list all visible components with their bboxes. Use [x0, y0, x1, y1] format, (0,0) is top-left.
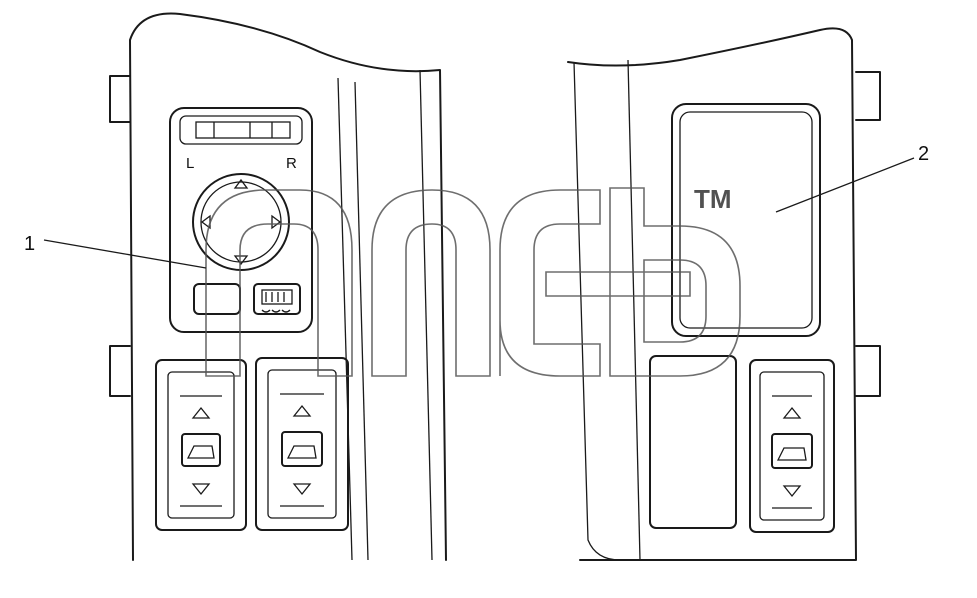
blank-cover-plate — [671, 103, 821, 337]
callout-2: 2 — [775, 143, 929, 213]
left-door-switch-panel: L R — [109, 12, 447, 561]
watermark-logo: TM — [205, 184, 741, 377]
arrow-up-icon — [233, 178, 249, 189]
window-up-icon — [292, 404, 312, 417]
callout-1: 1 — [24, 233, 207, 269]
window-down-icon — [292, 483, 312, 496]
trademark-mark: TM — [694, 184, 732, 214]
blank-switch-slot — [649, 355, 737, 529]
window-icon — [771, 433, 813, 469]
mirror-lr-slider[interactable] — [179, 115, 303, 145]
window-switch-left-2[interactable] — [255, 357, 349, 531]
mirror-fold-button[interactable] — [193, 283, 241, 315]
window-icon — [281, 431, 323, 467]
callout-1-label: 1 — [24, 233, 35, 255]
mirror-right-label: R — [286, 155, 297, 172]
mirror-left-label: L — [186, 155, 194, 172]
window-down-icon — [782, 485, 802, 498]
right-door-switch-panel — [567, 27, 881, 561]
callout-2-label: 2 — [918, 143, 929, 165]
arrow-right-icon — [271, 214, 282, 230]
mirror-adjust-joystick[interactable] — [192, 173, 290, 271]
window-up-icon — [191, 406, 211, 419]
window-down-icon — [191, 483, 211, 496]
heater-waves-icon — [261, 309, 291, 313]
window-switch-right[interactable] — [749, 359, 835, 533]
arrow-down-icon — [233, 255, 249, 266]
window-up-icon — [782, 406, 802, 419]
mirror-heat-button[interactable] — [253, 283, 301, 315]
window-icon — [181, 433, 221, 467]
window-switch-left-1[interactable] — [155, 359, 247, 531]
